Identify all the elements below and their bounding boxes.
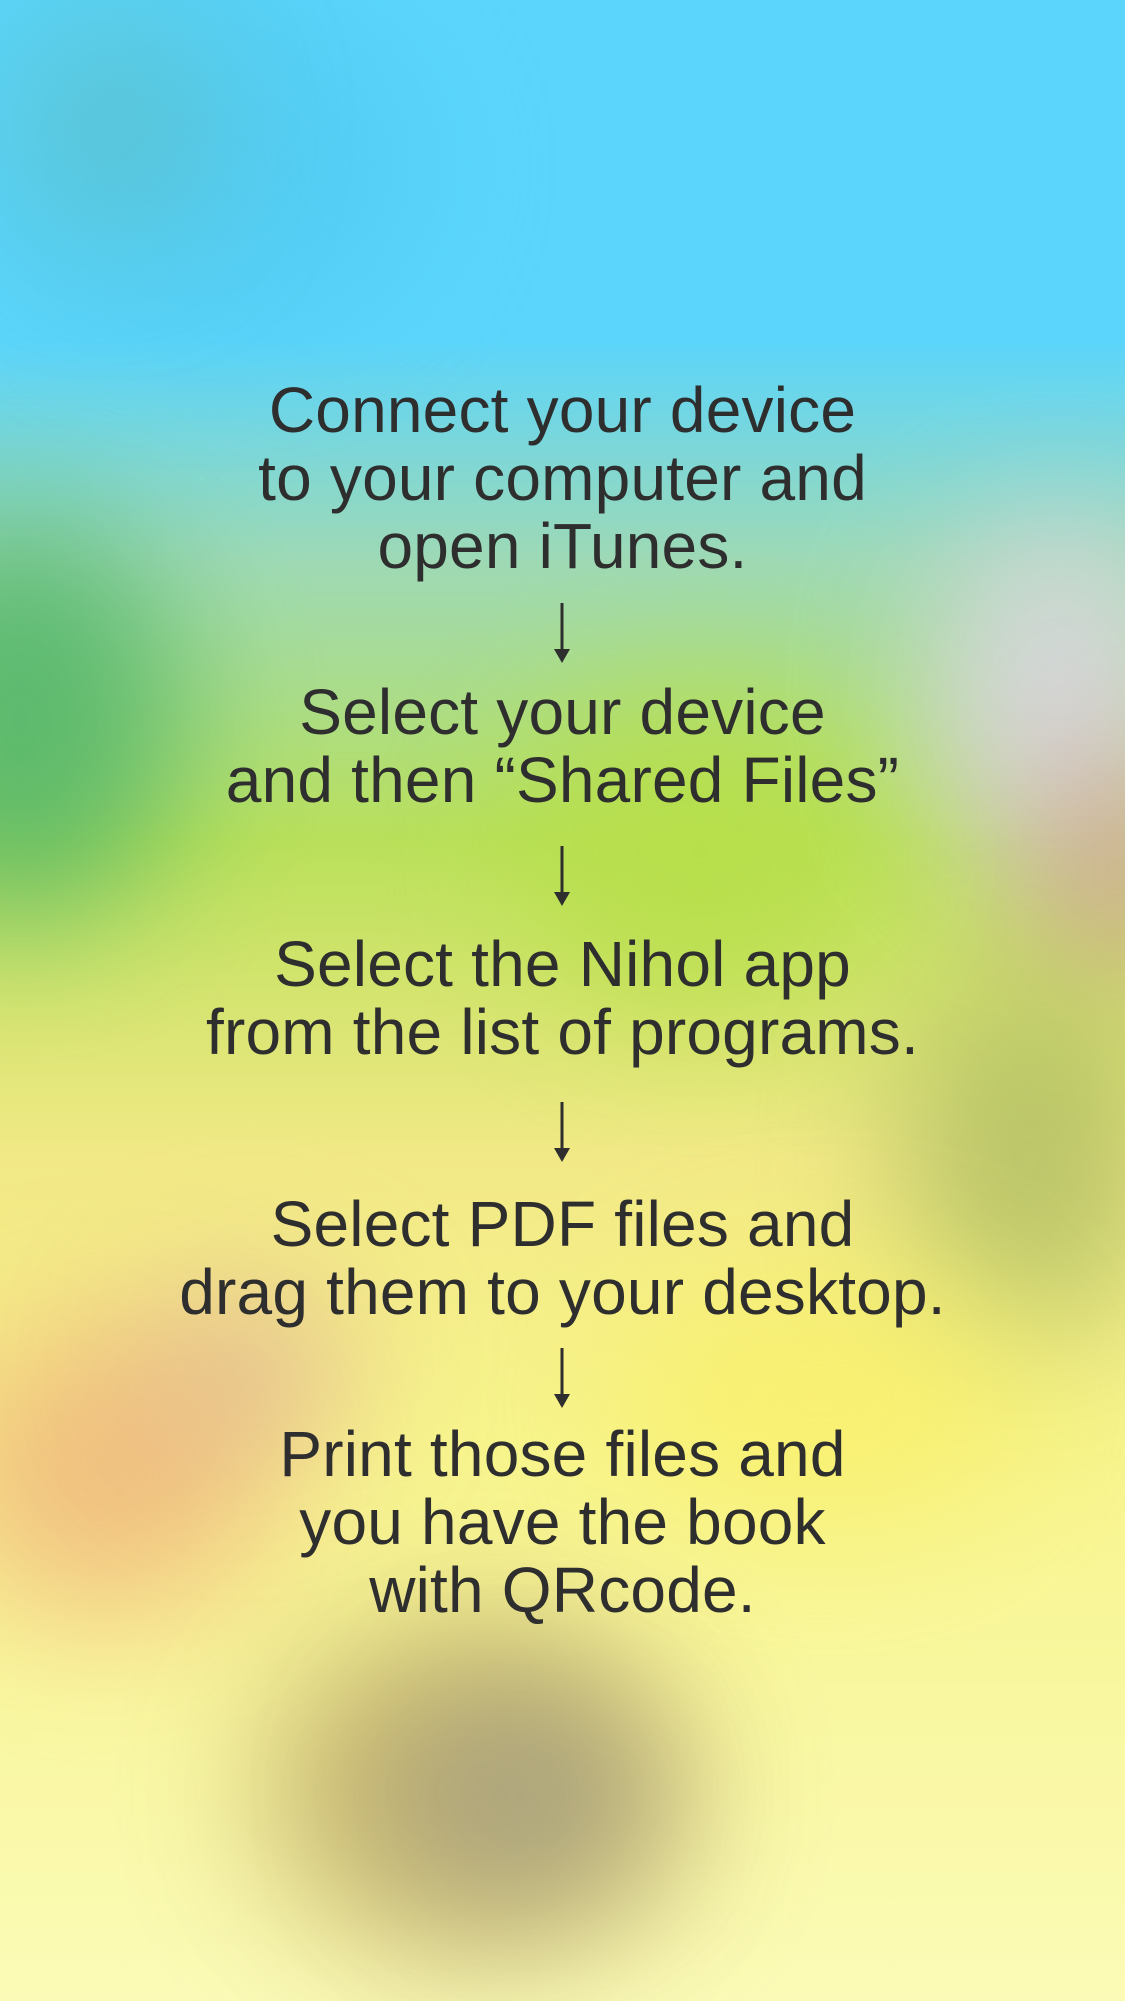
step-1-line-1: Connect your device [268,374,857,446]
step-2-line-2: and then “Shared Files” [225,744,900,816]
step-2-line-1: Select your device [299,676,826,748]
background-blob-yellow [610,1270,1030,1530]
down-arrow-icon [549,1102,575,1166]
step-1-line-2: to your computer and [258,442,867,514]
step-select-device: Select your device and then “Shared File… [0,678,1125,814]
background-blob-lime [520,690,880,1010]
step-print-files: Print those files and you have the book … [0,1420,1125,1624]
step-5-line-2: you have the book [299,1486,826,1558]
step-3-line-2: from the list of programs. [206,996,919,1068]
step-3-line-1: Select the Nihol app [274,928,851,1000]
background-blob-sky [0,0,420,330]
background-blob-olive [900,980,1125,1340]
down-arrow-icon [549,603,575,667]
step-5-line-3: with QRcode. [369,1554,756,1626]
step-select-app: Select the Nihol app from the list of pr… [0,930,1125,1066]
step-select-pdf-files: Select PDF files and drag them to your d… [0,1190,1125,1326]
background-blob-slate [390,1690,650,1900]
down-arrow-icon [549,846,575,910]
down-arrow-icon [549,1348,575,1412]
step-4-line-2: drag them to your desktop. [179,1256,946,1328]
step-5-line-1: Print those files and [279,1418,846,1490]
step-connect-device: Connect your device to your computer and… [0,376,1125,580]
background-blob-rose [140,1280,360,1460]
step-4-line-1: Select PDF files and [270,1188,855,1260]
step-1-line-3: open iTunes. [377,510,748,582]
background-blob-teal [0,0,220,250]
